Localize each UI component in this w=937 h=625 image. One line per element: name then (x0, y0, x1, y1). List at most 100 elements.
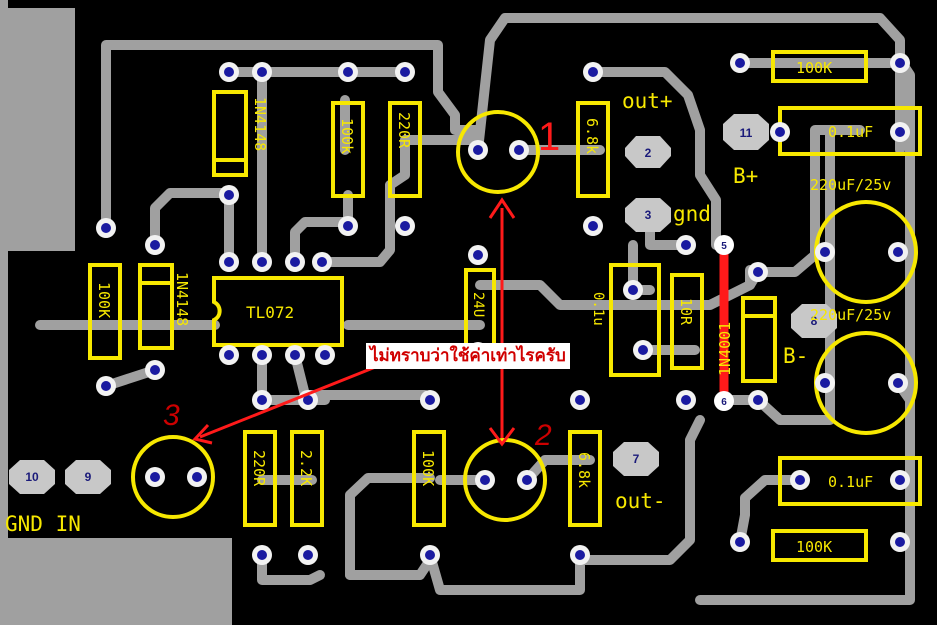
label-r2-2k: 2.2K (297, 450, 315, 486)
label-r220r-b: 220R (250, 450, 268, 487)
pad-drill (101, 223, 111, 233)
pad-drill (343, 221, 353, 231)
label-c24u: 24U (470, 292, 486, 317)
through-hole-pads (96, 53, 910, 565)
pad-drill (681, 395, 691, 405)
label-b-minus: B- (783, 344, 808, 368)
label-c220uf-bot: 220uF/25v (810, 306, 891, 324)
cap-0-1u-mid (609, 263, 661, 377)
label-gnd-in: GND IN (5, 512, 81, 536)
resistor-220r-b (243, 430, 277, 527)
pad-drill (257, 550, 267, 560)
pad-label-6: 6 (721, 397, 727, 408)
pad-drill (425, 395, 435, 405)
pad-2 (625, 136, 671, 168)
resistor-220r-a (388, 101, 422, 198)
pad-drill (795, 475, 805, 485)
pad-11 (723, 114, 769, 150)
pad-drill (514, 145, 524, 155)
pad-drill (224, 190, 234, 200)
pad-drill (681, 240, 691, 250)
pad-drill (895, 127, 905, 137)
ground-plane (0, 0, 232, 625)
pad-drill (303, 550, 313, 560)
pad-drill (893, 378, 903, 388)
resistor-100k-mid (412, 430, 446, 527)
label-d1: 1N4148 (251, 97, 269, 151)
pad-label-9: 9 (85, 470, 92, 484)
resistor-100k-left (88, 263, 122, 360)
resistor-100k-a (331, 101, 365, 198)
diode-d3 (741, 296, 777, 383)
pad-drill (575, 395, 585, 405)
pad-drill (303, 395, 313, 405)
resistor-100k-br (771, 529, 868, 562)
pad-drill (895, 475, 905, 485)
pad-3 (625, 198, 671, 232)
ic-tl072 (212, 276, 344, 347)
pad-drill (638, 345, 648, 355)
label-d3: 1N4001 (716, 322, 734, 376)
label-r100k-a: 100k (338, 118, 356, 154)
pad-drill (257, 67, 267, 77)
label-r6-8k-b: 6.8k (575, 452, 593, 488)
annotation-mark-3: 3 (163, 399, 180, 432)
pad-drill (522, 475, 532, 485)
diode-d2 (138, 263, 174, 350)
pad-drill (224, 67, 234, 77)
pad-drill (473, 145, 483, 155)
pad-drill (150, 365, 160, 375)
pad-drill (893, 247, 903, 257)
pad-drill (753, 267, 763, 277)
pad-drill (480, 475, 490, 485)
question-callout: ไม่ทราบว่าใช้ค่าเท่าไรครับ (366, 343, 570, 369)
resistor-2-2k (290, 430, 324, 527)
label-c220uf-top: 220uF/25v (810, 176, 891, 194)
transistor-1 (456, 110, 540, 194)
label-gnd: gnd (673, 202, 711, 226)
pad-8 (791, 304, 837, 338)
resistor-6-8k-b (568, 430, 602, 527)
pad-drill (224, 257, 234, 267)
pad-drill (588, 221, 598, 231)
pad-drill (753, 395, 763, 405)
pad-drill (101, 381, 111, 391)
pad-drill (895, 58, 905, 68)
pad-drill (735, 537, 745, 547)
resistor-100k-tr (771, 50, 868, 83)
pad-drill (473, 250, 483, 260)
pad-drill (290, 350, 300, 360)
pad-drill (290, 257, 300, 267)
pad-drill (224, 350, 234, 360)
label-c0-1u-mid: 0.1u (590, 292, 606, 326)
pad-drill (775, 127, 785, 137)
pad-label-10: 10 (25, 470, 39, 484)
label-c0-1uf-bot: 0.1uF (828, 473, 873, 491)
annotation-mark-1: 1 (538, 115, 560, 159)
pad-7 (613, 442, 659, 476)
resistor-10r (670, 273, 704, 370)
pad-5 (714, 235, 734, 255)
label-c0-1uf-top: 0.1uF (828, 123, 873, 141)
pad-drill (895, 537, 905, 547)
pad-drill (735, 58, 745, 68)
label-r6-8k-a: 6.8k (583, 118, 601, 154)
pad-drill (820, 247, 830, 257)
pad-label-11: 11 (740, 126, 753, 140)
label-out-plus: out+ (622, 89, 673, 113)
pad-drill (400, 221, 410, 231)
pad-drill (150, 240, 160, 250)
label-r100k-mid: 100K (419, 450, 437, 486)
label-r10r: 10R (677, 298, 695, 326)
pad-drill (257, 350, 267, 360)
copper-traces (35, 13, 915, 605)
pad-label-5: 5 (721, 241, 727, 252)
pad-drill (343, 67, 353, 77)
pad-drill (425, 550, 435, 560)
pad-drill (400, 67, 410, 77)
pad-label-3: 3 (645, 208, 652, 222)
label-out-minus: out- (615, 489, 666, 513)
arrow-to-3 (199, 364, 379, 439)
pad-drill (257, 395, 267, 405)
